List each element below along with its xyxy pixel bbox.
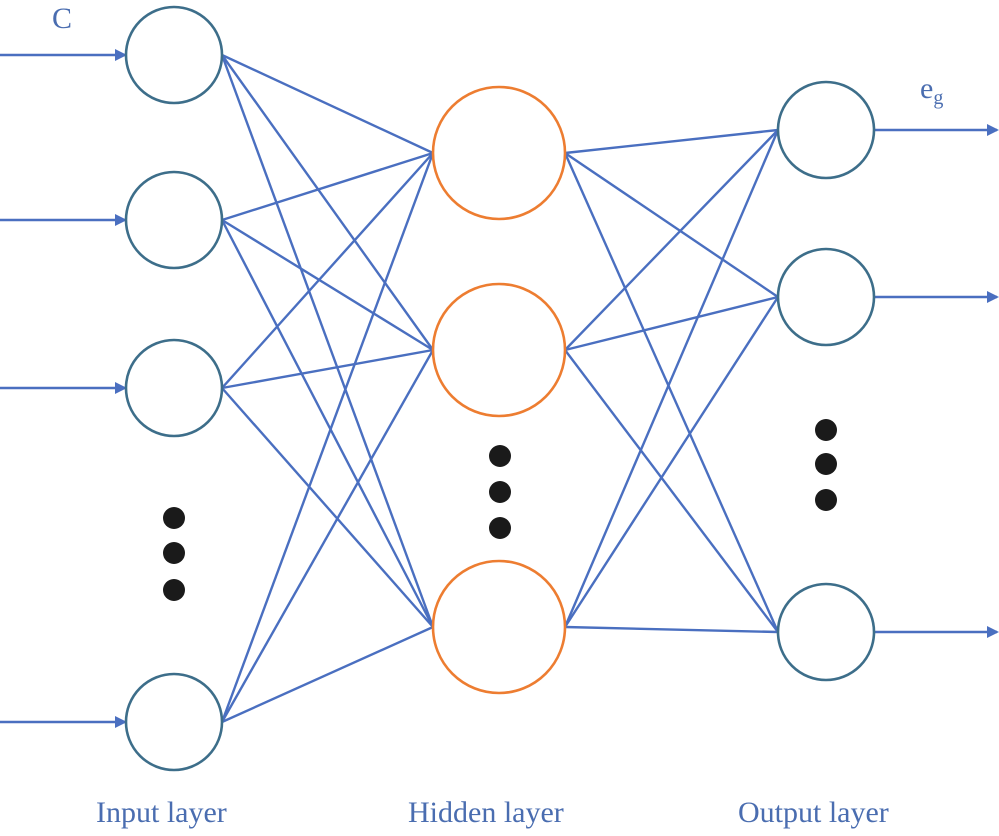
connection-input1-hidden1 (221, 53, 434, 155)
connection-hidden1-output2 (564, 152, 779, 298)
connection-input4-hidden2 (220, 349, 435, 723)
connection-hidden1-output3 (563, 152, 780, 633)
io-arrows (0, 49, 999, 728)
connection-hidden2-output2 (564, 295, 779, 352)
connection-hidden2-output1 (564, 129, 779, 351)
nodes (124, 5, 876, 772)
hidden-node-2 (431, 282, 567, 418)
hidden-ellipsis-dot-2 (489, 481, 511, 503)
connection-hidden1-output1 (564, 128, 779, 155)
input-layer-label: Input layer (96, 796, 227, 829)
connection-input3-hidden3 (221, 387, 434, 628)
connection-hidden3-output1 (563, 129, 780, 628)
output-node-2 (776, 247, 876, 347)
output-ellipsis-dot-1 (815, 419, 837, 441)
connection-input4-hidden1 (220, 152, 435, 723)
hidden-node-3 (431, 559, 567, 695)
input-ellipsis-dot-3 (163, 579, 185, 601)
connection-input1-hidden2 (221, 54, 434, 351)
input-node-1 (124, 5, 224, 105)
connection-input3-hidden1 (221, 152, 434, 389)
connection-hidden2-output3 (564, 349, 779, 633)
output-ellipsis-dot-3 (815, 489, 837, 511)
connection-input2-hidden1 (221, 151, 434, 222)
input-node-2 (124, 170, 224, 270)
hidden-ellipsis-dot-1 (489, 445, 511, 467)
connection-input1-hidden3 (220, 54, 435, 628)
input-node-4 (124, 672, 224, 772)
output-symbol-main: e (920, 72, 934, 105)
output-layer-label: Output layer (738, 796, 889, 829)
input-node-3 (124, 338, 224, 438)
hidden-ellipsis-dot-3 (489, 517, 511, 539)
input-symbol-label: C (52, 2, 73, 35)
output-symbol-sub: g (933, 87, 944, 109)
input-ellipsis-dot-2 (163, 542, 185, 564)
output-ellipsis-dot-2 (815, 453, 837, 475)
connection-input2-hidden2 (221, 218, 434, 352)
hidden-node-1 (431, 85, 567, 221)
connections (220, 53, 780, 724)
ellipsis-dots (163, 419, 837, 601)
connection-input4-hidden3 (221, 625, 434, 724)
input-ellipsis-dot-1 (163, 507, 185, 529)
output-symbol-label: eg (920, 72, 943, 110)
output-node-1 (776, 80, 876, 180)
output-node-3 (776, 582, 876, 682)
hidden-layer-label: Hidden layer (408, 796, 564, 829)
connection-hidden3-output3 (564, 625, 779, 634)
connection-hidden3-output2 (563, 296, 780, 628)
connection-input2-hidden3 (220, 219, 435, 628)
connection-input3-hidden2 (221, 348, 434, 390)
